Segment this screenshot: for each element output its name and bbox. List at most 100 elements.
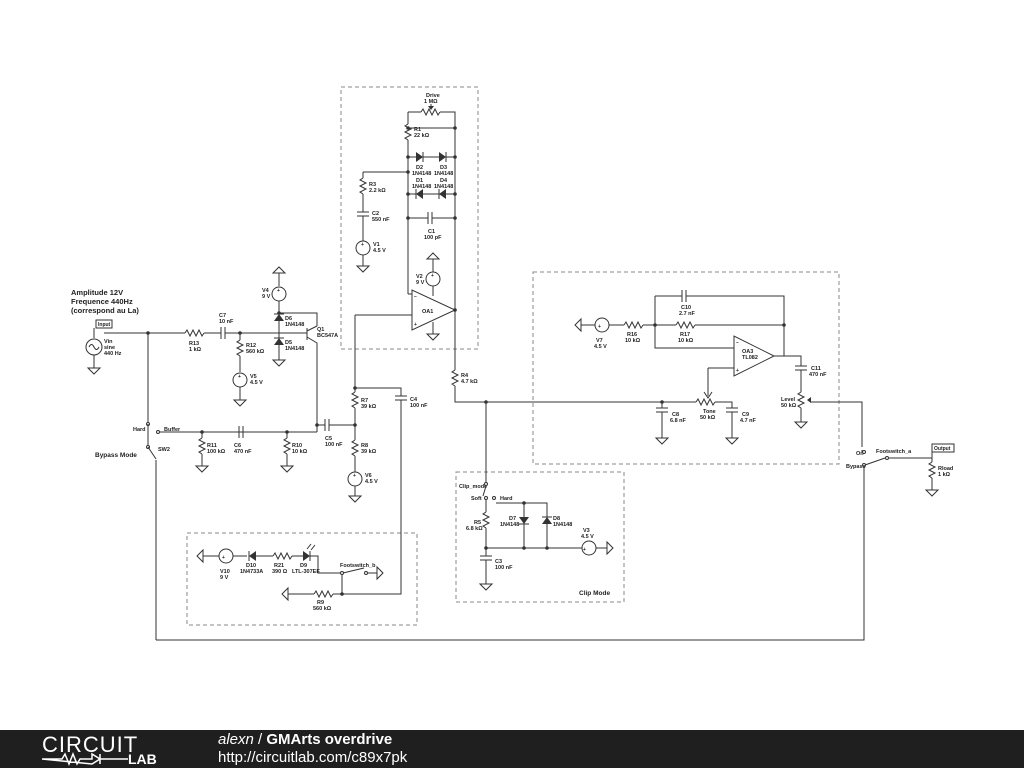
svg-text:+: + [277,288,280,294]
svg-text:R21: R21 [274,563,284,569]
oa1-opamp: OA1 − + [411,289,457,331]
svg-text:22 kΩ: 22 kΩ [414,133,430,139]
svg-text:V7: V7 [596,338,603,344]
d9-led: D9 LTL-307EE [292,543,320,575]
svg-text:9 V: 9 V [416,280,425,286]
input-port: Input [95,319,113,329]
clip-mode-label: Clip Mode [579,590,610,597]
svg-text:V6: V6 [365,473,372,479]
svg-text:Rload: Rload [938,466,953,472]
d10-zener: D10 1N4733A [240,551,263,575]
svg-text:R1: R1 [414,127,421,133]
d2-diode: D2 1N4148 [412,152,431,177]
v2-source: + V2 9 V [416,252,441,296]
circuit-url[interactable]: http://circuitlab.com/c89x7pk [218,749,408,766]
svg-text:100 pF: 100 pF [424,235,442,241]
r17-resistor [675,320,696,330]
svg-text:440 Hz: 440 Hz [104,351,122,357]
svg-text:D1: D1 [416,178,423,184]
svg-text:R4: R4 [461,373,469,379]
svg-text:4.5 V: 4.5 V [365,479,378,485]
q1-transistor: Q1 BC547A [279,312,338,425]
svg-text:D3: D3 [440,165,447,171]
svg-text:R10: R10 [292,443,302,449]
svg-text:+: + [222,555,225,561]
svg-text:Buffer: Buffer [164,427,181,433]
svg-text:Hard: Hard [500,496,513,502]
svg-text:R16: R16 [627,332,637,338]
svg-text:C3: C3 [495,559,502,565]
svg-text:1 MΩ: 1 MΩ [424,99,438,105]
svg-text:C1: C1 [428,229,435,235]
svg-text:550 nF: 550 nF [372,217,390,223]
svg-text:560 kΩ: 560 kΩ [246,349,265,355]
svg-text:4.5 V: 4.5 V [373,248,386,254]
footswitch-led-box [186,532,418,626]
r4-label: R4 4.7 kΩ [461,373,478,385]
svg-text:9 V: 9 V [220,575,229,581]
svg-text:OA3: OA3 [742,349,753,355]
source-note: Amplitude 12V Frequence 440Hz (correspon… [71,288,139,315]
svg-text:D7: D7 [509,516,516,522]
svg-text:1 kΩ: 1 kΩ [938,472,951,478]
sw2-switch: Hard Buffer SW2 [133,422,181,640]
svg-text:390 Ω: 390 Ω [272,569,288,575]
r1-label: R1 22 kΩ [414,127,430,139]
svg-text:V5: V5 [250,374,257,380]
r12-label: R12 560 kΩ [246,343,265,355]
svg-text:Vin: Vin [104,339,113,345]
r5-resistor [481,511,491,529]
logo-text-lab: LAB [128,751,157,767]
svg-text:C11: C11 [811,366,821,372]
svg-text:6.8 kΩ: 6.8 kΩ [466,526,483,532]
svg-text:R17: R17 [680,332,690,338]
svg-text:On: On [856,451,864,457]
svg-text:4.5 V: 4.5 V [250,380,263,386]
r17-label: R17 10 kΩ [678,332,694,344]
footswitch-b: Footswitch_b [340,563,384,581]
svg-text:100 nF: 100 nF [410,403,428,409]
r9-resistor [313,589,334,599]
svg-text:SW2: SW2 [158,447,170,453]
svg-text:10 kΩ: 10 kΩ [678,338,694,344]
waveform-icon [42,752,128,766]
svg-text:1N4148: 1N4148 [434,184,453,190]
footswitch-a: On Bypass Footswitch_a [846,449,932,470]
v4-source: + V4 9 V [262,266,287,313]
c9-capacitor: C9 4.7 nF [726,407,757,424]
c1-capacitor: C1 100 pF [424,212,442,241]
r1-resistor [403,123,413,141]
svg-text:C9: C9 [742,412,749,418]
d8-diode: D8 1N4148 [542,516,572,528]
author-link[interactable]: alexn [218,731,254,748]
svg-text:1 kΩ: 1 kΩ [189,347,202,353]
rload-resistor [927,461,937,479]
svg-text:C4: C4 [410,397,418,403]
c8-capacitor: C8 6.8 nF [656,407,687,424]
r10-label: R10 10 kΩ [292,443,308,455]
d3-diode: D3 1N4148 [434,152,453,177]
r16-label: R16 10 kΩ [625,332,641,344]
svg-text:R8: R8 [361,443,368,449]
svg-text:+: + [583,547,586,553]
bypass-mode-label: Bypass Mode [95,452,137,459]
svg-text:D4: D4 [440,178,448,184]
r13-resistor [184,328,205,338]
svg-text:Footswitch_b: Footswitch_b [340,563,376,569]
svg-text:D5: D5 [285,340,292,346]
svg-text:C2: C2 [372,211,379,217]
footer-bar: CIRCUIT LAB alexn / GMArts overdrive htt… [0,730,1024,768]
c6-capacitor: C6 470 nF [234,426,252,455]
d1-diode: D1 1N4148 [412,178,431,199]
svg-text:39 kΩ: 39 kΩ [361,404,377,410]
r10-resistor [282,437,292,455]
svg-text:100 nF: 100 nF [495,565,513,571]
vin-source: Vin sine 440 Hz [85,328,122,375]
svg-text:LTL-307EE: LTL-307EE [292,569,320,575]
svg-text:4.5 V: 4.5 V [581,534,594,540]
circuitlab-logo[interactable]: CIRCUIT LAB [42,732,182,767]
r8-resistor [350,439,360,457]
r11-label: R11 100 kΩ [207,443,226,455]
svg-text:C5: C5 [325,436,332,442]
svg-text:R11: R11 [207,443,217,449]
